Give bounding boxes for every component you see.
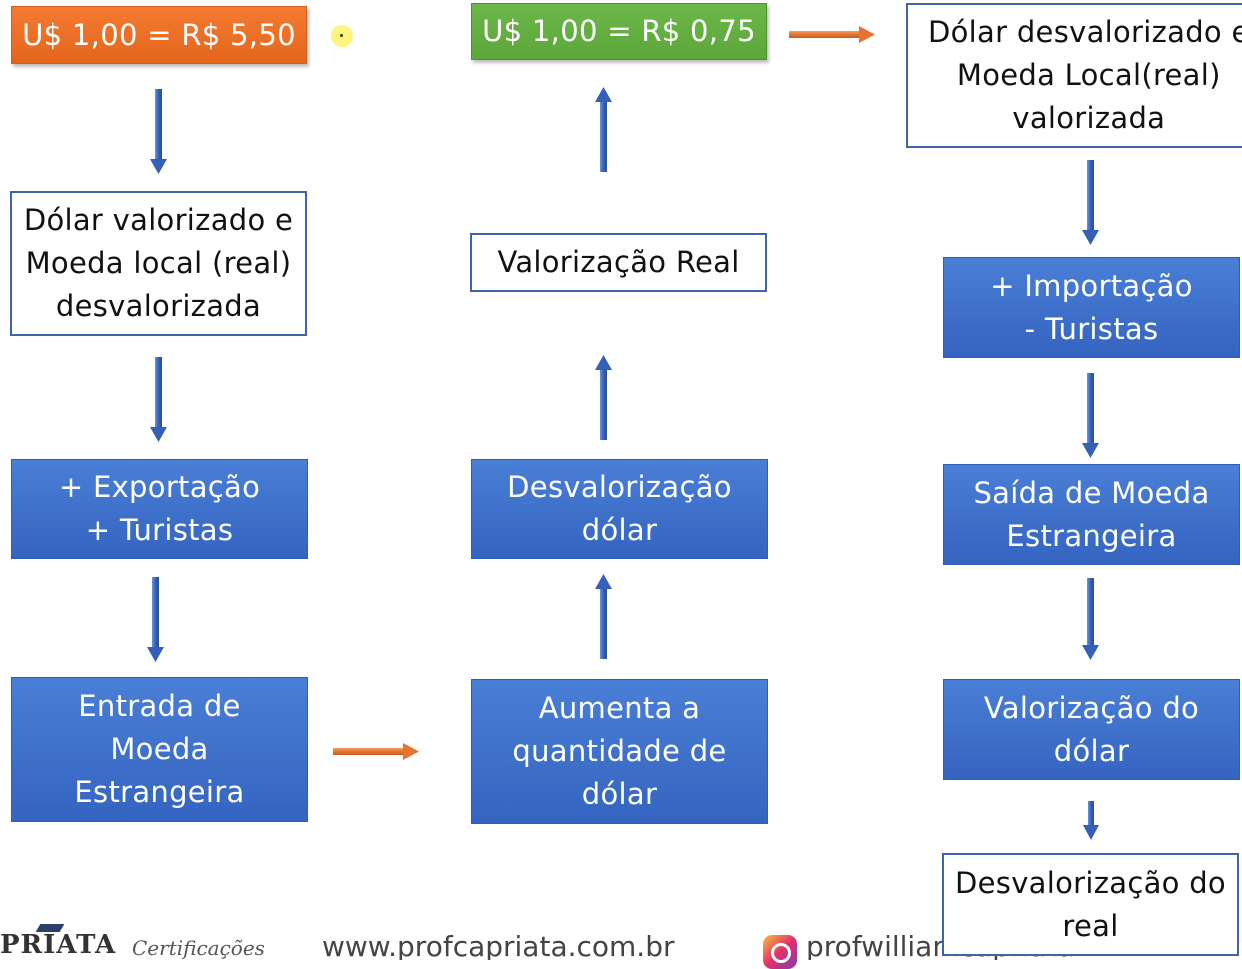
arrow-right-bottom bbox=[333, 743, 419, 760]
box-dollar-devaluation: Desvalorização dólar bbox=[471, 459, 768, 559]
arrow-down-left-2 bbox=[150, 357, 167, 442]
box-export-tourists: + Exportação + Turistas bbox=[11, 459, 308, 559]
footer-logo: PRIATA bbox=[0, 930, 117, 960]
box-real-valuation: Valorização Real bbox=[470, 233, 767, 292]
arrow-up-middle-3 bbox=[595, 574, 612, 659]
box-import-tourists: + Importação - Turistas bbox=[943, 257, 1240, 358]
box-dollar-increase: Aumenta a quantidade de dólar bbox=[471, 679, 768, 824]
box-foreign-inflow: Entrada de Moeda Estrangeira bbox=[11, 677, 308, 822]
rate-box-5-50: U$ 1,00 = R$ 5,50 bbox=[11, 6, 307, 64]
arrow-down-right-2 bbox=[1082, 373, 1099, 458]
arrow-right-top bbox=[789, 26, 875, 43]
instagram-icon bbox=[763, 935, 797, 969]
arrow-up-middle-1 bbox=[595, 87, 612, 172]
arrow-up-middle-2 bbox=[595, 355, 612, 440]
arrow-down-left-3 bbox=[147, 577, 164, 662]
rate-box-0-75: U$ 1,00 = R$ 0,75 bbox=[471, 3, 767, 60]
arrow-down-left-1 bbox=[150, 89, 167, 174]
box-real-devaluation: Desvalorização do real bbox=[942, 853, 1239, 956]
footer-website: www.profcapriata.com.br bbox=[322, 930, 675, 960]
footer-logo-script: Certificações bbox=[132, 936, 265, 960]
box-foreign-outflow: Saída de Moeda Estrangeira bbox=[943, 464, 1240, 565]
box-dollar-devalued: Dólar desvalorizado e Moeda Local(real) … bbox=[906, 3, 1242, 148]
arrow-down-right-3 bbox=[1082, 578, 1099, 660]
arrow-down-right-1 bbox=[1082, 160, 1099, 245]
box-dollar-valued: Dólar valorizado e Moeda local (real) de… bbox=[10, 191, 307, 336]
arrow-down-right-4 bbox=[1083, 801, 1099, 840]
cursor-highlight-icon bbox=[331, 25, 353, 47]
box-dollar-valuation: Valorização do dólar bbox=[943, 679, 1240, 780]
